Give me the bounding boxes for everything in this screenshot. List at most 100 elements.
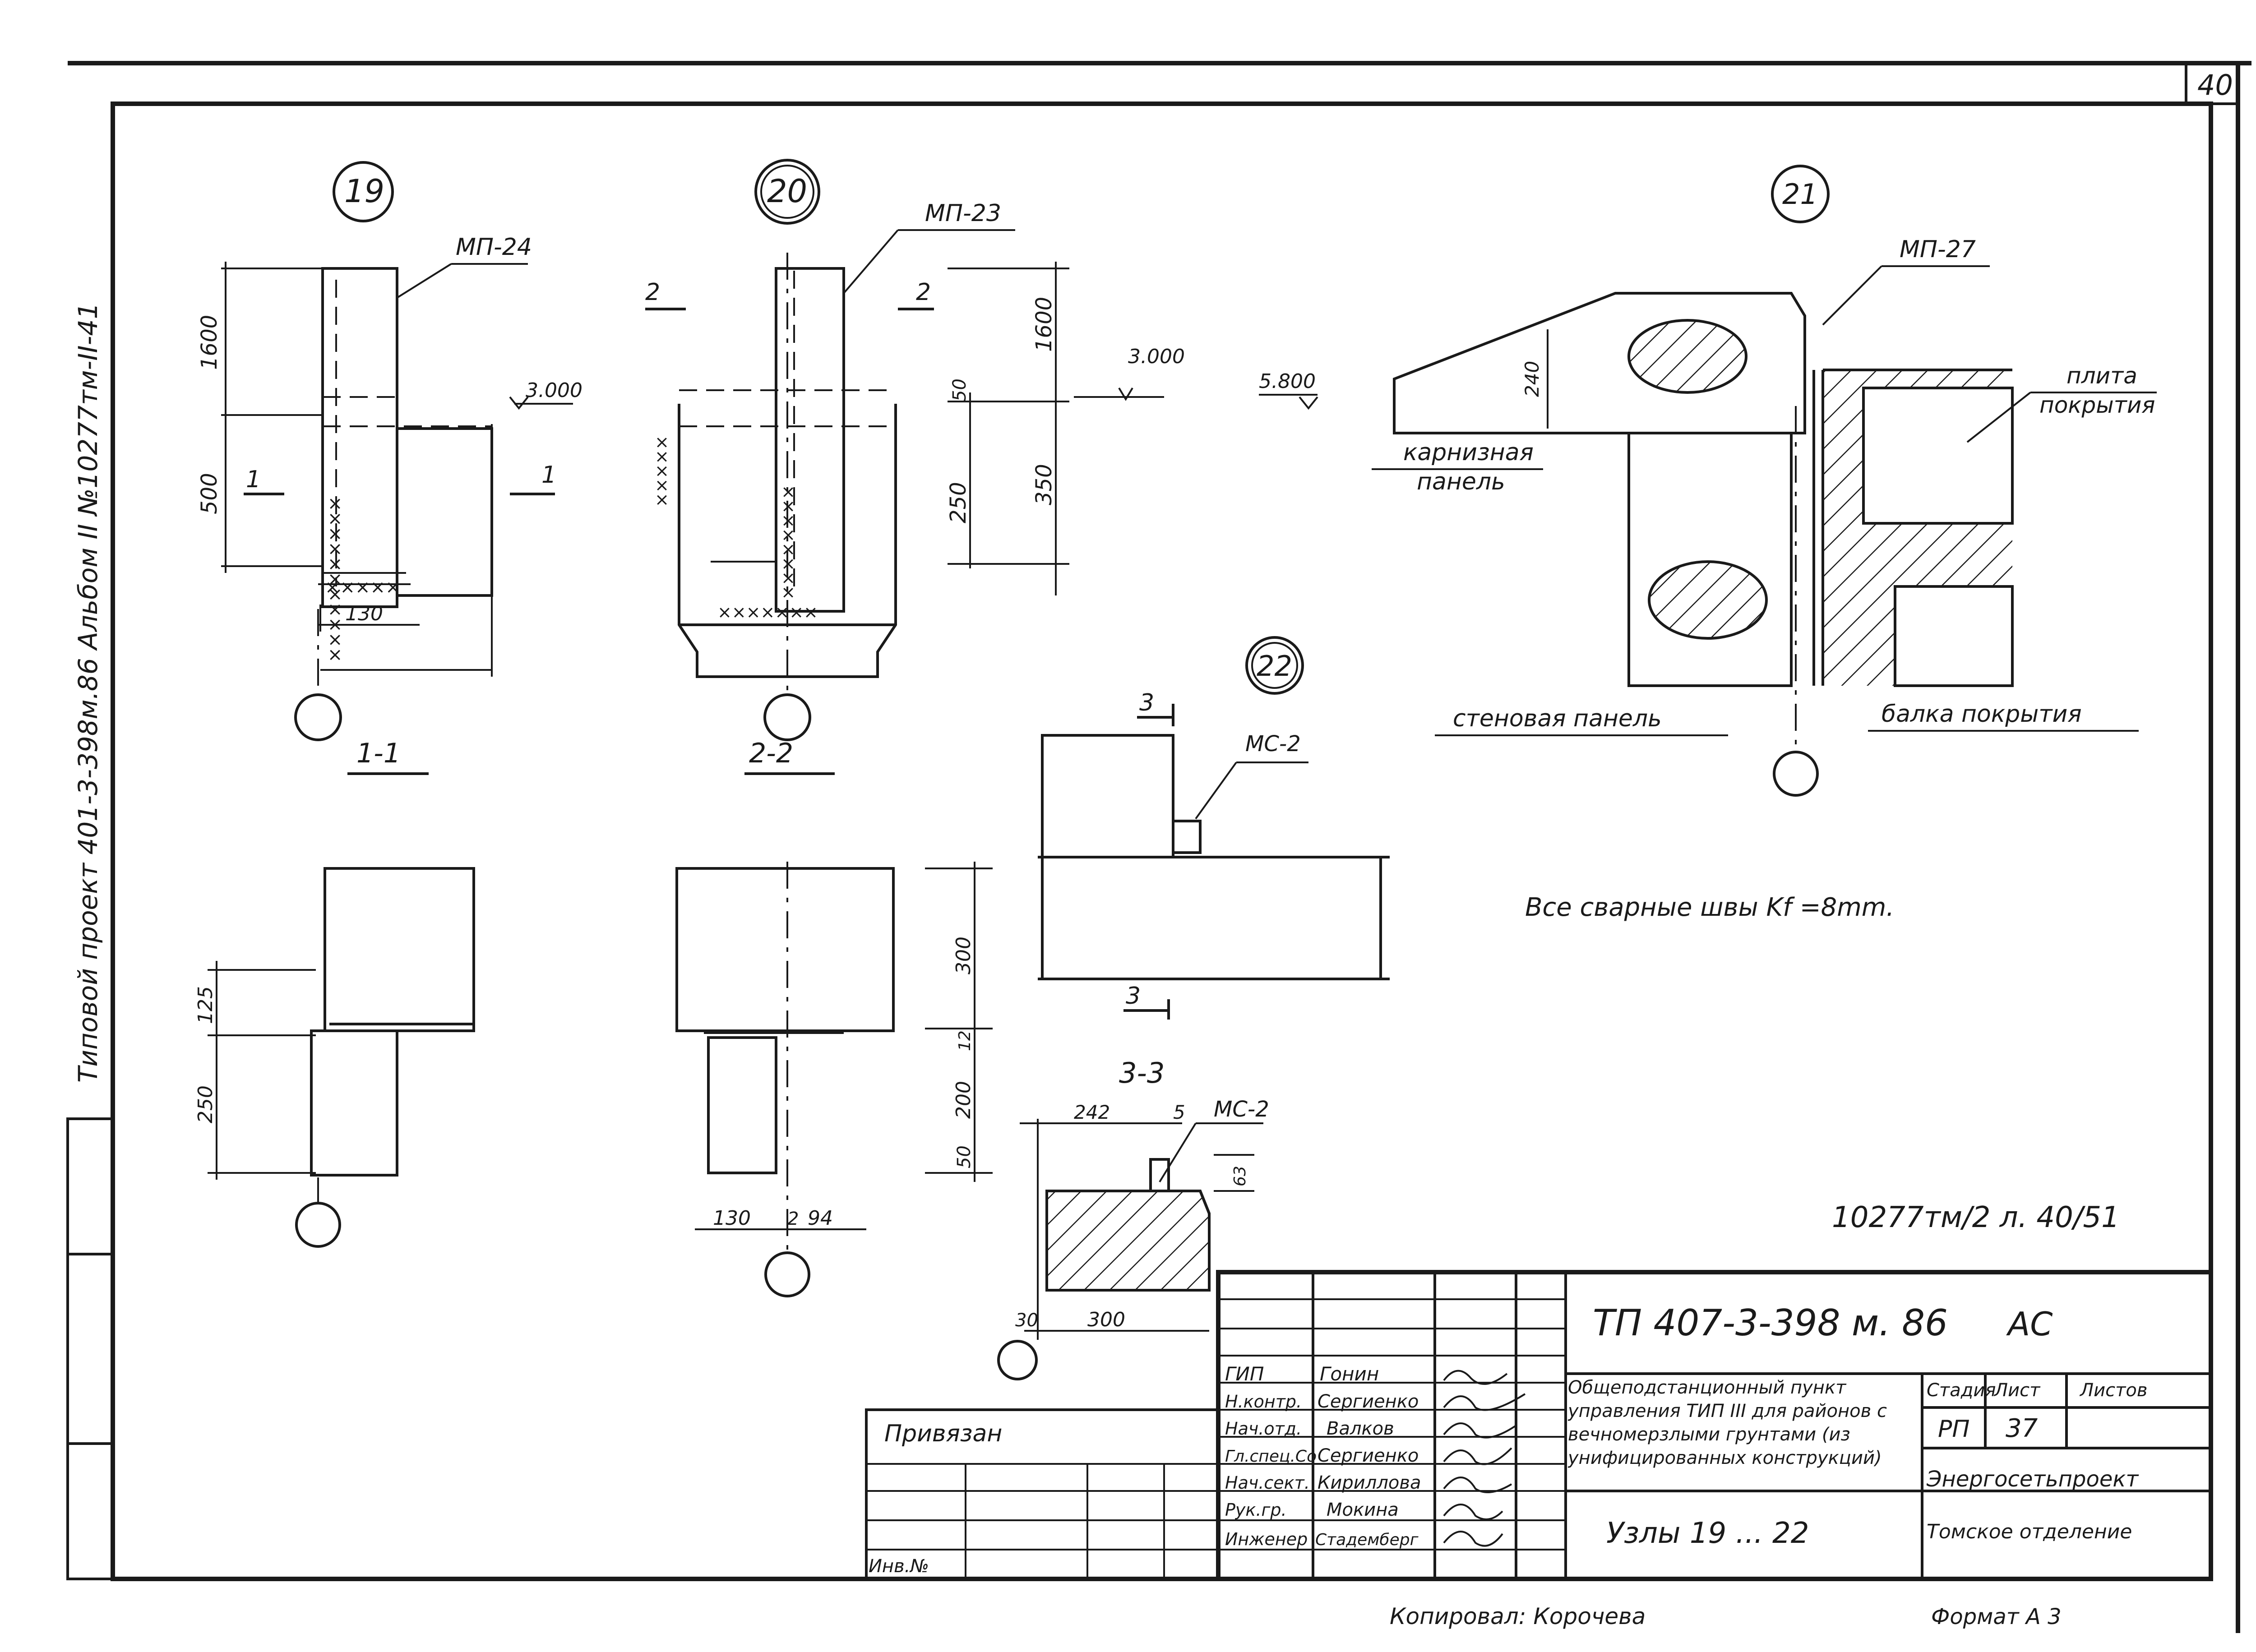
section-3-3-detail: 242 5 МС-2 63 30 300 (997, 1097, 1269, 1380)
label-cornice-2: панель (1417, 468, 1505, 495)
signature-roles: ГИП Н.контр. Нач.отд. Гл.спец.Со Нач.сек… (1225, 1363, 1317, 1549)
org-line-2: Томское отделение (1927, 1520, 2132, 1543)
weld-marks-20b: ×××××××× (779, 485, 799, 600)
label-cornice-1: карнизная (1403, 439, 1534, 466)
role-nachotd: Нач.отд. (1225, 1419, 1302, 1439)
section-2-2: 2-2 (749, 738, 793, 769)
paper-format: Формат А 3 (1931, 1604, 2062, 1629)
elev-21: 5.800 (1259, 370, 1316, 393)
project-mark: АС (2006, 1305, 2053, 1343)
sheet-number: 40 (2197, 69, 2233, 102)
weld-marks-20c: ××××× (652, 435, 672, 507)
dim-20-1600: 1600 (1031, 297, 1057, 352)
dim-33-63: 63 (1231, 1166, 1249, 1186)
label-slab-2: покрытия (2039, 392, 2155, 418)
name-1: Сергиенко (1318, 1391, 1419, 1412)
label-roof-beam: балка покрытия (1882, 701, 2082, 728)
role-rukgr: Рук.гр. (1225, 1500, 1287, 1520)
node-19: 19 МП-24 ××××××××××× ××××× 1600 500 130 … (197, 161, 582, 775)
node-21-label: 21 (1782, 178, 1818, 211)
stage-header: Стадия (1927, 1380, 1996, 1401)
name-2: Валков (1327, 1418, 1394, 1439)
side-stamp: Типовой проект 401-3-398м.86 Альбом II №… (73, 303, 103, 1083)
dim-mid-50: 50 (954, 1145, 975, 1168)
elev-19: 3.000 (526, 379, 582, 402)
copied-by: Копировал: Корочева (1390, 1603, 1646, 1629)
stage-value: РП (1938, 1416, 1969, 1443)
project-description: Общеподстанционный пункт управления ТИП … (1568, 1377, 1887, 1468)
dim-mid-130: 130 (713, 1207, 751, 1230)
dim-20-250: 250 (946, 482, 971, 523)
role-nachsekt: Нач.сект. (1225, 1473, 1310, 1493)
plate-33-label: МС-2 (1214, 1097, 1269, 1122)
cut-20-right: 2 (916, 279, 931, 306)
page-frame (66, 61, 2251, 1633)
signatures (1443, 1370, 1526, 1547)
dim-left-125: 125 (194, 986, 217, 1024)
dim-19-500: 500 (197, 473, 222, 514)
sheet-value: 37 (2006, 1414, 2038, 1443)
role-glspec: Гл.спец.Со (1225, 1447, 1317, 1466)
role-gip: ГИП (1225, 1363, 1264, 1385)
name-5: Мокина (1327, 1500, 1399, 1520)
dim-mid-300: 300 (952, 937, 975, 974)
dim-33-300: 300 (1087, 1308, 1125, 1331)
sheet-title: Узлы 19 ... 22 (1606, 1517, 1809, 1550)
dim-33-242: 242 (1074, 1101, 1110, 1123)
section-1-1: 1-1 (356, 738, 401, 769)
cut-22-bottom: 3 (1126, 983, 1141, 1010)
name-0: Гонин (1320, 1363, 1379, 1385)
name-4: Кириллова (1318, 1472, 1421, 1493)
plate-mp27-label: МП-27 (1900, 236, 1976, 263)
label-slab-1: плита (2066, 363, 2137, 389)
node-19-label: 19 (344, 173, 384, 210)
node-22: 22 3 МС-2 3 3-3 (1038, 636, 1390, 1089)
dim-mid-94: 94 (808, 1207, 833, 1230)
cut-19-left: 1 (246, 466, 261, 493)
lower-left-detail: 125 250 (194, 867, 475, 1248)
org-line-1: Энергосетьпроект (1926, 1467, 2139, 1492)
label-wall-panel: стеновая панель (1453, 705, 1662, 732)
signature-names: Гонин Сергиенко Валков Сергиенко Кирилло… (1315, 1363, 1421, 1549)
weld-note: Все сварные швы Kf =8mm. (1525, 893, 1894, 922)
dim-19-130: 130 (345, 602, 383, 625)
cut-22-top: 3 (1139, 689, 1154, 716)
cut-19-right: 1 (541, 461, 556, 489)
weld-marks-20: ××××××× (717, 602, 818, 622)
role-nkontr: Н.контр. (1225, 1392, 1302, 1412)
dim-left-250: 250 (194, 1085, 217, 1123)
weld-marks-19b: ××××× (325, 577, 401, 598)
plate-mp23-label: МП-23 (925, 200, 1001, 227)
dim-33-5: 5 (1173, 1101, 1185, 1123)
dim-33-30: 30 (1015, 1310, 1038, 1331)
role-engineer: Инженер (1225, 1529, 1308, 1549)
name-3: Сергиенко (1318, 1445, 1419, 1466)
dim-mid-200: 200 (952, 1081, 975, 1119)
weld-marks-19: ××××××××××× (325, 496, 346, 663)
dim-19-1600: 1600 (197, 315, 222, 370)
plate-mc2-label: МС-2 (1245, 731, 1301, 757)
sheets-header: Листов (2079, 1380, 2147, 1401)
project-description-box: Общеподстанционный пункт управления ТИП … (1568, 1377, 1887, 1468)
dim-20-50: 50 (949, 378, 970, 401)
elev-20: 3.000 (1128, 345, 1185, 368)
node-20: 20 МП-23 2 2 ××××××× ×××××××× ××××× 1600… (645, 159, 1185, 775)
inventory-label: Инв.№ (869, 1556, 929, 1577)
dim-mid-2: 2 (787, 1209, 799, 1229)
dim-21-240: 240 (1521, 361, 1543, 397)
dim-mid-12: 12 (956, 1030, 974, 1051)
cut-20-left: 2 (645, 279, 660, 306)
name-6: Стадемберг (1315, 1531, 1419, 1549)
section-3-3: 3-3 (1119, 1057, 1165, 1089)
lower-mid-detail: 300 12 200 50 130 2 94 (675, 862, 993, 1297)
project-code: ТП 407-3-398 м. 86 (1593, 1302, 1948, 1344)
plate-mp24-label: МП-24 (456, 234, 532, 261)
node-22-label: 22 (1257, 650, 1292, 683)
sheet-reference: 10277тм/2 л. 40/51 (1832, 1201, 2120, 1234)
node-20-label: 20 (767, 173, 807, 210)
attached-label: Привязан (884, 1420, 1002, 1447)
node-21: 21 МП-27 5.800 240 карнизная панель плит… (1259, 165, 2157, 797)
sheet-header: Лист (1993, 1380, 2041, 1401)
dim-20-350: 350 (1031, 464, 1057, 505)
